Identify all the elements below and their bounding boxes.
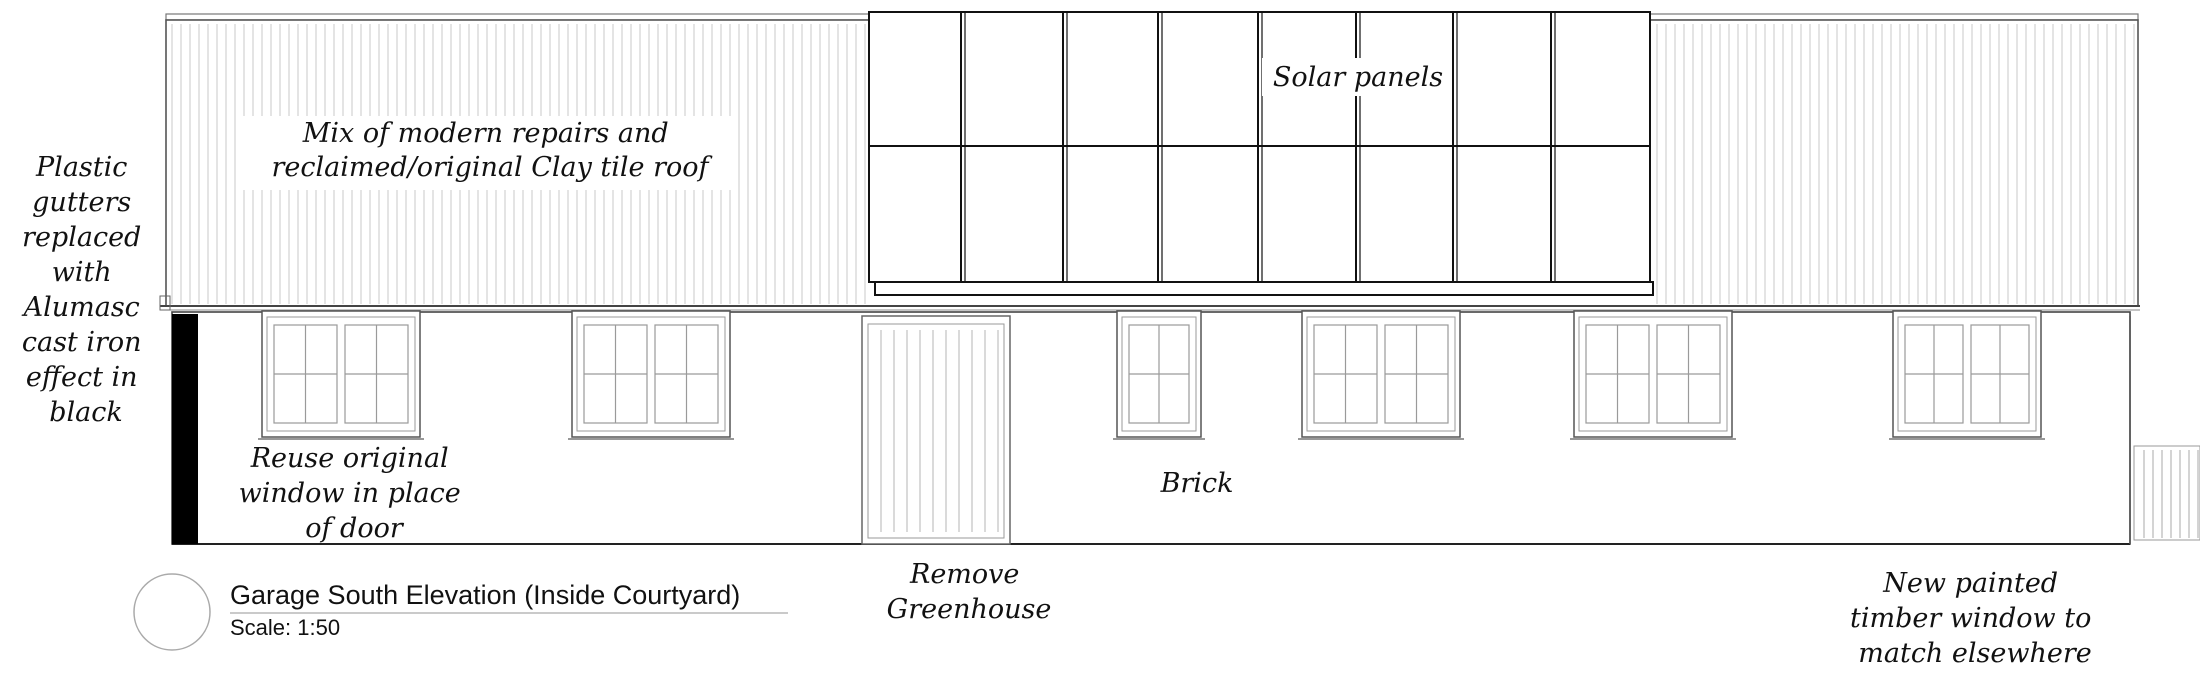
door-boards [880,330,999,532]
new-window-annotation: New painted timber window to match elsew… [1850,568,2100,669]
title-marker-circle [133,573,211,651]
solar-array-base-rail [874,281,1654,296]
gutter-annotation: Plastic gutters replaced with Alumasc ca… [21,152,151,428]
door-frame [861,315,1011,545]
brick-annotation: Brick [1160,468,1234,499]
window-inner-frame [1306,316,1456,432]
window-inner-frame [1897,316,2037,432]
window-inner-frame [1578,316,1728,432]
solar-panel-grid [869,12,1650,282]
roof-annotation-line-2: reclaimed/original Clay tile roof [271,152,712,183]
solar-annotation-line-1: Solar panels [1273,62,1443,93]
reuse-window-line-3: of door [305,513,405,544]
new-window-line-3: match elsewhere [1858,638,2091,669]
roof-annotation: Mix of modern repairs and reclaimed/orig… [271,118,712,183]
solar-panel-array [868,11,1654,296]
new-window-line-1: New painted [1882,568,2058,599]
greenhouse-glazing [2143,450,2199,538]
roof-label-backdrop [240,116,738,190]
reuse-window-annotation: Reuse original window in place of door [239,443,470,544]
window-inner-frame [576,316,726,432]
brick-line-1: Brick [1160,468,1234,499]
greenhouse-line-1: Remove [909,559,1019,590]
door-leaf [867,323,1005,539]
gutter-line-4: with [52,257,112,288]
title-block: Garage South Elevation (Inside Courtyard… [133,573,788,651]
solar-label-backdrop [1262,58,1452,96]
gutter-line-3: replaced [22,222,141,253]
reuse-window-line-2: window in place [239,478,461,509]
door [861,315,1011,545]
drawing-scale: Scale: 1:50 [230,615,340,640]
window-inner-frame [1121,316,1197,432]
greenhouse-stub [2129,316,2200,544]
greenhouse-annotation: Remove Greenhouse [887,559,1052,625]
reuse-window-line-1: Reuse original [250,443,449,474]
greenhouse-line-2: Greenhouse [887,594,1052,625]
roof-left-end [159,295,171,311]
gutter-line-6: cast iron [22,327,142,358]
gutter-line-1: Plastic [35,152,127,183]
gutter-line-2: gutters [32,187,131,218]
window-set [258,310,2045,440]
gutter-line-8: black [49,397,123,428]
gutter-line-7: effect in [26,362,138,393]
window-inner-frame [266,316,416,432]
solar-annotation: Solar panels [1273,62,1443,93]
drawing-title: Garage South Elevation (Inside Courtyard… [230,580,740,610]
new-window-line-2: timber window to [1850,603,2091,634]
cast-iron-downpipe [172,314,198,544]
roof-annotation-line-1: Mix of modern repairs and [302,118,669,149]
gutter-line-5: Alumasc [21,292,140,323]
